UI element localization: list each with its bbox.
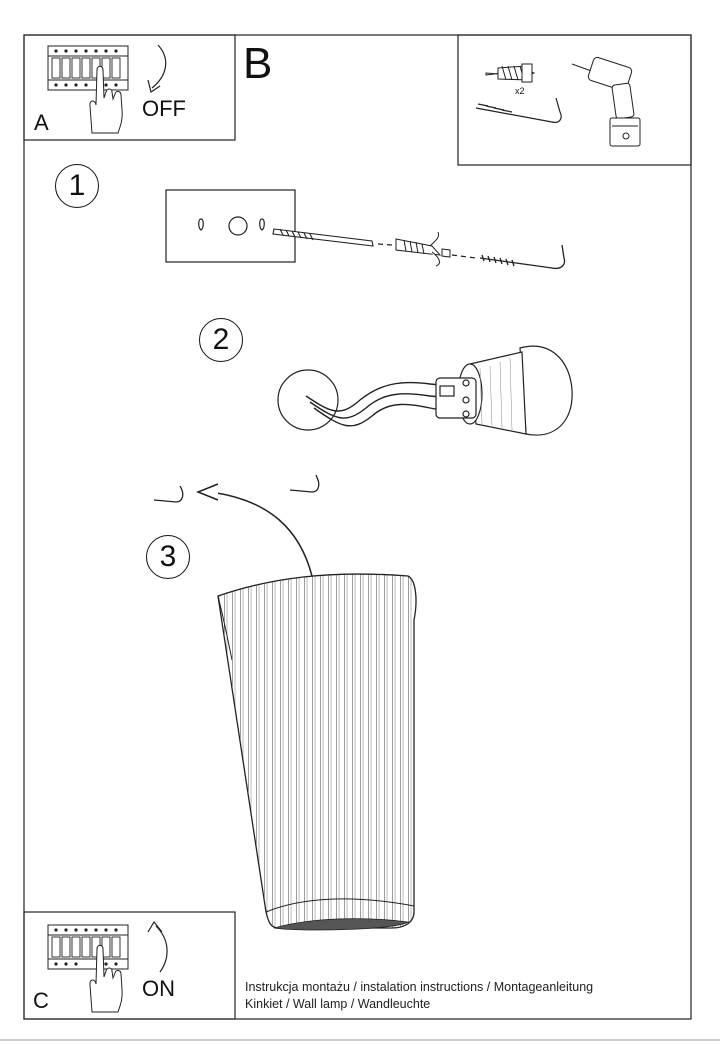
panel-b-qty: x2	[515, 86, 525, 96]
curved-arrow-icon	[147, 44, 167, 93]
panel-a-letter: A	[34, 110, 49, 135]
step-2-number: 2	[199, 318, 243, 362]
hook-screw-icon	[475, 97, 562, 123]
panel-a-box	[23, 34, 236, 141]
panel-c-action: ON	[142, 976, 175, 1001]
wall-plate	[165, 189, 296, 263]
lamp-base	[435, 345, 573, 436]
curved-arrow-icon-c	[147, 920, 168, 973]
step-3-number: 3	[146, 535, 190, 579]
panel-b-letter: B	[243, 39, 273, 88]
hand-icon	[89, 65, 123, 134]
breaker-panel-icon-c	[47, 924, 129, 970]
breaker-panel-icon	[47, 45, 129, 91]
step-1-number: 1	[55, 164, 99, 208]
panel-c-letter: C	[33, 988, 49, 1013]
mount-arrow	[195, 483, 313, 577]
panel-a-action: OFF	[142, 96, 186, 121]
panel-c-box	[23, 911, 236, 1020]
wires	[305, 381, 453, 427]
panel-b-box	[457, 34, 692, 166]
hand-icon-c	[89, 944, 123, 1013]
wall-plug-1	[395, 231, 451, 267]
footer-line-1: Instrukcja montażu / instalation instruc…	[245, 980, 594, 994]
ceiling-box-circle	[277, 369, 339, 431]
lamp-shade	[217, 573, 417, 931]
footer-line-2: Kinkiet / Wall lamp / Wandleuchte	[245, 997, 431, 1011]
hook-screw-1	[479, 244, 566, 270]
hooks	[153, 474, 320, 503]
drill-icon	[571, 56, 641, 147]
outer-frame	[23, 34, 692, 1020]
screw-rod-1	[272, 228, 374, 247]
wall-plug-icon	[485, 63, 536, 83]
